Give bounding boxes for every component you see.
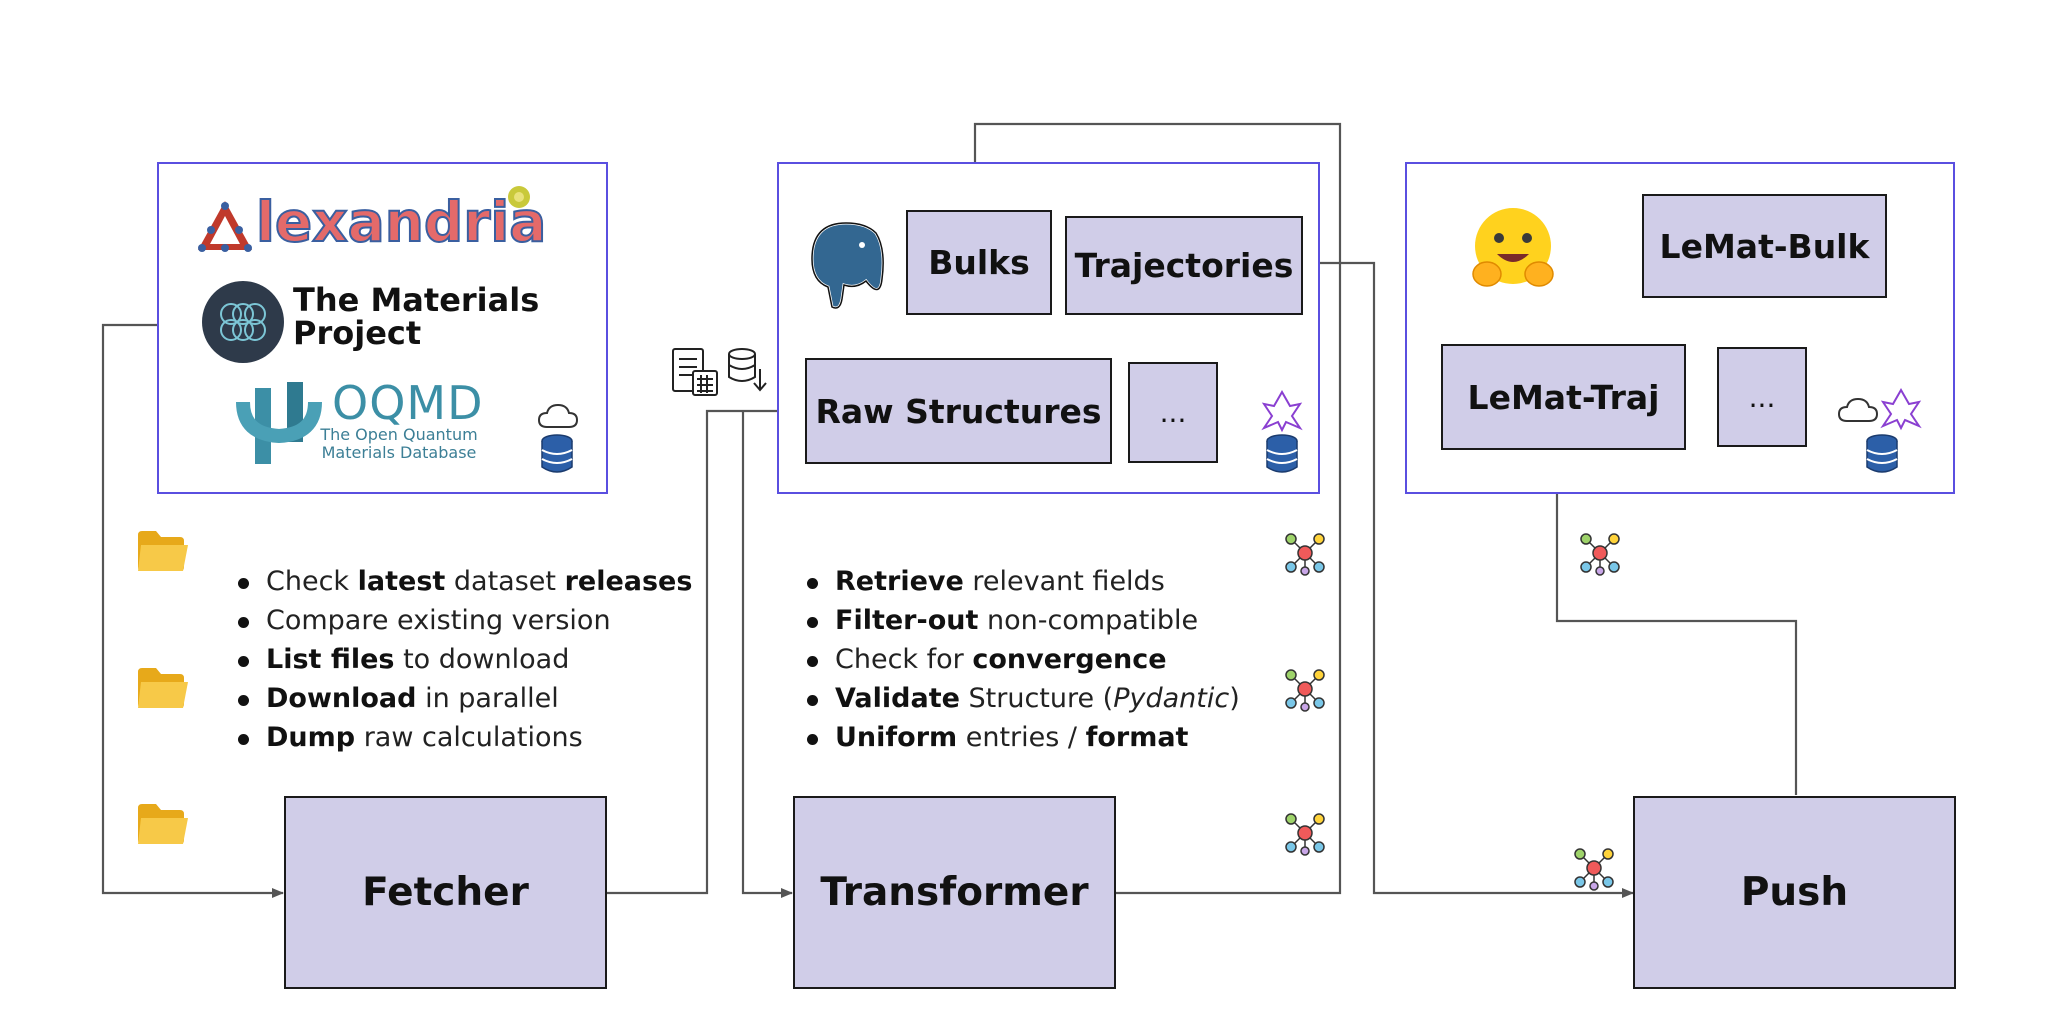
dask-icon	[1574, 848, 1614, 891]
dask-icon	[1580, 533, 1620, 576]
database-download-icon	[728, 348, 767, 392]
database-icon	[541, 434, 573, 473]
transformer-step-item-text: Retrieve	[835, 566, 964, 597]
transformer-step-item: Retrieve relevant fields	[805, 562, 1240, 601]
sources-panel: lexandria The Materials Project OQMD The…	[157, 162, 608, 494]
fetcher-step-item-text: in parallel	[416, 683, 559, 714]
cloud-icon	[1837, 397, 1879, 422]
fetcher-step-item: Download in parallel	[236, 679, 692, 718]
dask-icon	[1285, 669, 1325, 712]
transformer-step-item: Uniform entries / format	[805, 718, 1240, 757]
trajectories-node[interactable]: Trajectories	[1065, 216, 1303, 315]
lemat-bulk-node[interactable]: LeMat-Bulk	[1642, 194, 1887, 298]
oqmd-subtitle-line-1: The Open Quantum	[320, 425, 478, 444]
arrow-trajectories-to-push	[1298, 261, 1634, 898]
ray-cluster-icon	[1880, 387, 1922, 431]
arrow-transformer-to-bulks	[970, 122, 1342, 895]
arrow-raw-to-transformer	[741, 411, 793, 898]
oqmd-wordmark: OQMD	[332, 376, 484, 430]
oqmd-subtitle: The Open Quantum Materials Database	[319, 426, 479, 462]
transformer-step-item-text: Structure (	[959, 683, 1114, 714]
fetcher-step-item: Dump raw calculations	[236, 718, 692, 757]
oqmd-subtitle-line-2: Materials Database	[321, 443, 477, 462]
fetcher-step-item-text: List files	[266, 644, 395, 675]
fetcher-step-item-text: dataset	[445, 566, 565, 597]
database-icon	[1266, 434, 1298, 473]
arrow-fetcher-to-raw-structures	[606, 406, 803, 895]
fetcher-step-item-text: Download	[266, 683, 417, 714]
ray-cluster-icon	[1261, 389, 1303, 433]
transformer-step-item-text: non-compatible	[978, 605, 1199, 636]
fetcher-node[interactable]: Fetcher	[284, 796, 607, 989]
arrow-push-to-lemat-traj	[1552, 446, 1798, 795]
alexandria-flower-icon	[508, 186, 530, 208]
fetcher-step-item-text: Check	[266, 566, 358, 597]
spreadsheet-calculator-icon	[672, 348, 718, 396]
fetcher-step-item: List files to download	[236, 640, 692, 679]
alexandria-triangle-icon	[198, 201, 252, 252]
huggingface-logo	[1472, 208, 1554, 287]
transformer-step-item: Validate Structure (Pydantic)	[805, 679, 1240, 718]
push-node[interactable]: Push	[1633, 796, 1956, 989]
transformer-step-item: Filter-out non-compatible	[805, 601, 1240, 640]
transformer-step-item-text: Filter-out	[835, 605, 979, 636]
folder-icon	[138, 668, 188, 708]
arrow-sources-to-fetcher	[101, 323, 284, 898]
transformer-node[interactable]: Transformer	[793, 796, 1116, 989]
fetcher-step-item-text: to download	[394, 644, 570, 675]
transformer-step-item-text: Check for	[835, 644, 973, 675]
transformer-step-item-text: format	[1085, 722, 1189, 753]
fetcher-step-item-text: latest	[357, 566, 446, 597]
cloud-icon	[537, 403, 579, 428]
fetcher-step-item-text: Compare existing version	[266, 605, 611, 636]
fetcher-step-item-text: Dump	[266, 722, 356, 753]
transformer-step-item: Check for convergence	[805, 640, 1240, 679]
materials-project-name: The Materials Project	[293, 284, 539, 350]
postgres-elephant-icon	[810, 221, 885, 310]
transformer-step-item-text: relevant fields	[963, 566, 1165, 597]
raw-structures-node[interactable]: Raw Structures	[805, 358, 1112, 464]
transformer-step-item-text: convergence	[972, 644, 1167, 675]
dask-icon	[1285, 813, 1325, 856]
materials-project-line-2: Project	[293, 314, 422, 352]
hf-more-node[interactable]: ...	[1717, 347, 1807, 447]
folder-icon	[138, 531, 188, 571]
transformer-step-item-text: Uniform	[835, 722, 958, 753]
transformer-step-item-text: Validate	[835, 683, 960, 714]
db-more-node[interactable]: ...	[1128, 362, 1218, 463]
folder-icon	[138, 804, 188, 844]
alexandria-logo: lexandria	[194, 186, 547, 256]
transformer-step-item-text: entries /	[957, 722, 1086, 753]
database-icon	[1866, 434, 1898, 473]
lemat-traj-node[interactable]: LeMat-Traj	[1441, 344, 1686, 450]
transformer-step-item-text: )	[1229, 683, 1240, 714]
dask-icon	[1285, 533, 1325, 576]
transformer-step-item-text: Pydantic	[1113, 683, 1230, 714]
materials-project-logo	[202, 281, 284, 363]
fetcher-step-item-text: releases	[564, 566, 693, 597]
fetcher-step-item: Compare existing version	[236, 601, 692, 640]
database-panel: Bulks Trajectories Raw Structures ...	[777, 162, 1320, 494]
fetcher-step-item-text: raw calculations	[355, 722, 583, 753]
oqmd-logo	[236, 382, 322, 464]
bulks-node[interactable]: Bulks	[906, 210, 1052, 315]
huggingface-panel: LeMat-Bulk LeMat-Traj ...	[1405, 162, 1955, 494]
alexandria-wordmark: lexandria	[255, 189, 547, 255]
materials-project-line-1: The Materials	[293, 281, 540, 319]
fetcher-step-item: Check latest dataset releases	[236, 562, 692, 601]
